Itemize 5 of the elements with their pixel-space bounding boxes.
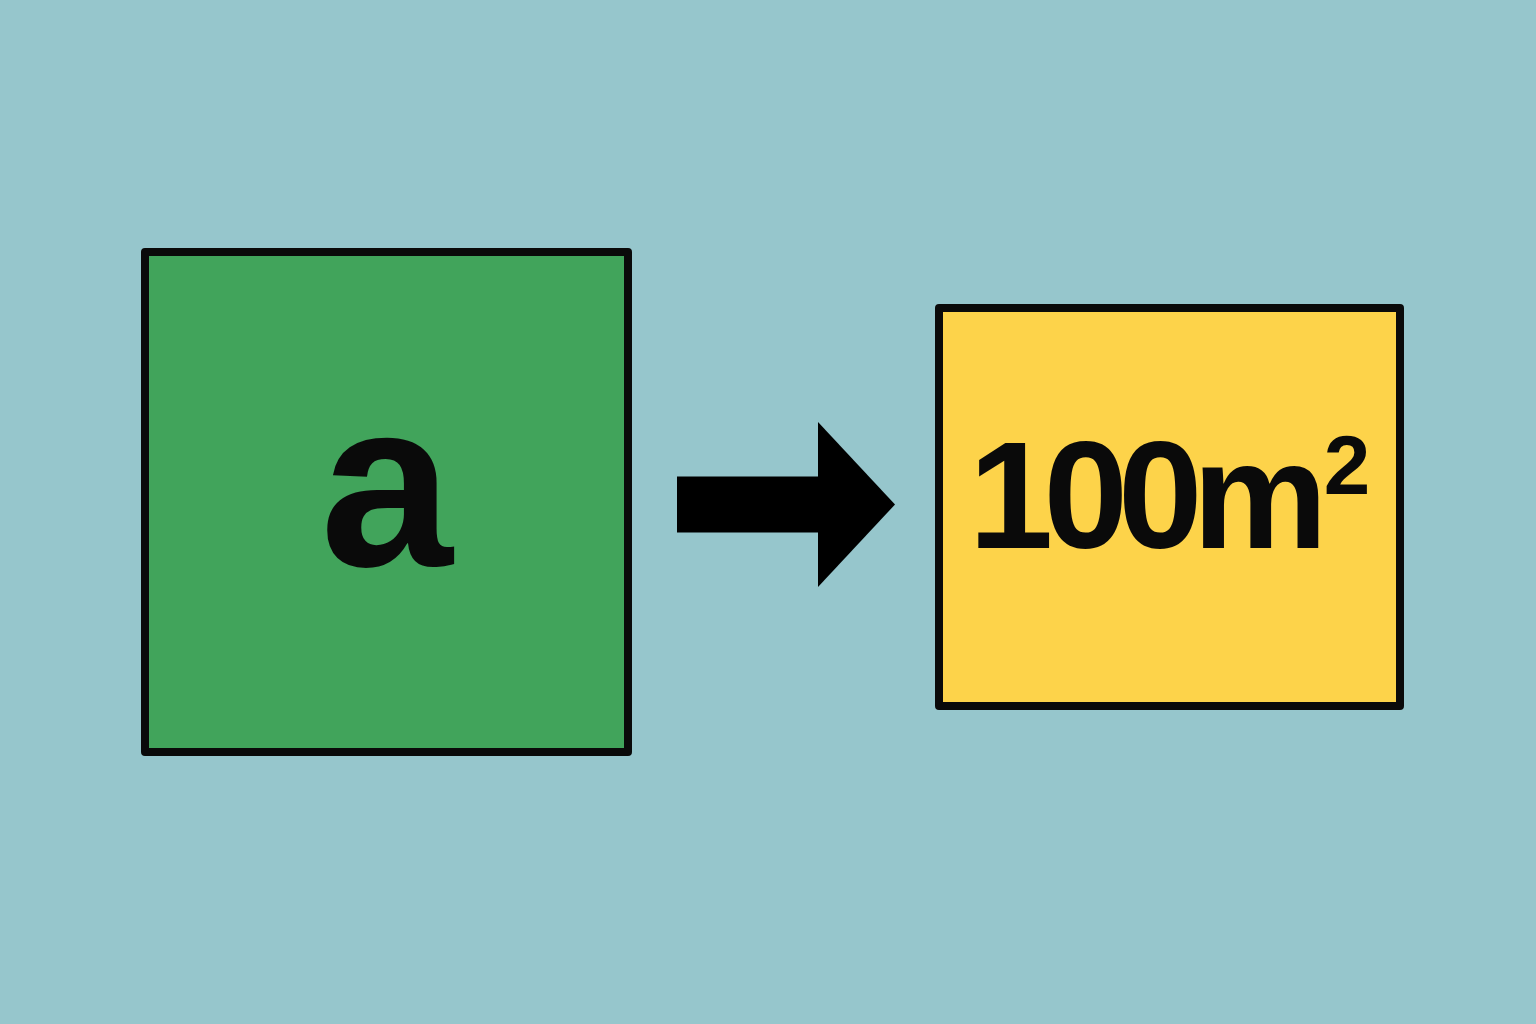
arrow [677, 422, 895, 587]
box-text: 100m$^{2}$ [968, 419, 1371, 571]
box-text: a [320, 365, 453, 603]
square-box [141, 248, 632, 756]
rectangle-box [935, 304, 1404, 710]
